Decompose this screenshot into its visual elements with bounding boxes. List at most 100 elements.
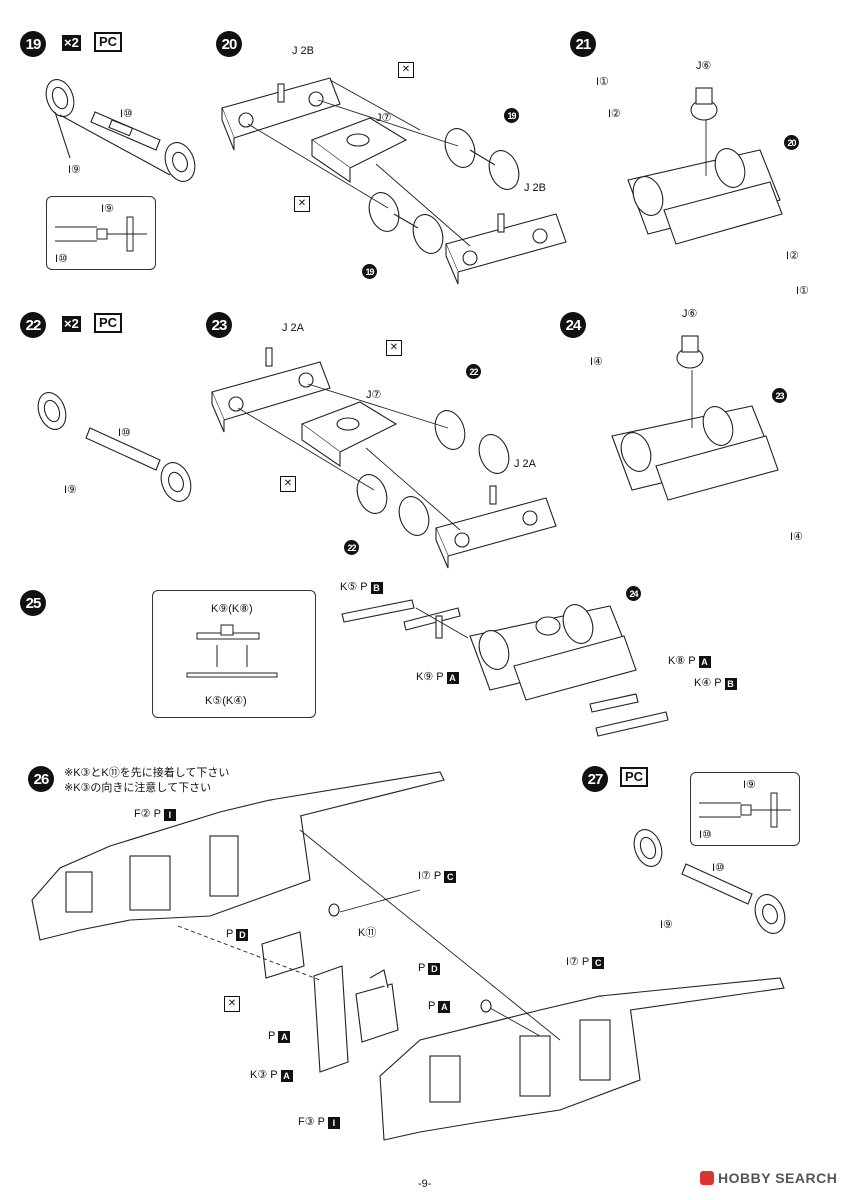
part-label-j6: J⑥ — [696, 60, 712, 72]
bogie-frame-23-top — [211, 347, 331, 433]
inset-axle-drawing — [699, 792, 791, 828]
plated-parts-badge: PC — [94, 313, 123, 333]
part-label-i9: I⑨ — [68, 164, 81, 176]
step-number-badge: 22 — [20, 312, 46, 338]
bolster-20 — [310, 117, 408, 184]
wheel-axle-23a — [434, 410, 510, 474]
inset-axle-drawing — [55, 216, 147, 252]
no-glue-icon: ✕ — [280, 476, 296, 492]
bar-k4 — [595, 711, 669, 737]
reference-step-22: 22 — [466, 364, 481, 379]
part-label-j2a-bottom: J 2A — [514, 458, 537, 470]
wheel-axle-19 — [45, 79, 196, 182]
part-label-i10: I⑩ — [118, 427, 131, 439]
part-label-i10: I⑩ — [712, 862, 725, 874]
no-glue-icon: ✕ — [386, 340, 402, 356]
washer-i7a — [328, 903, 340, 917]
bracket-k11 — [355, 969, 399, 1043]
assembly-note: ※K③とK⑪を先に接着して下さい — [64, 767, 230, 779]
step-number-badge: 27 — [582, 766, 608, 792]
reference-step-24: 24 — [626, 586, 641, 601]
inset-label-i10: I⑩ — [55, 253, 68, 265]
chassis-frame-f2 — [31, 771, 445, 941]
reference-step-22: 22 — [344, 540, 359, 555]
reference-step-19: 19 — [504, 108, 519, 123]
bracket-k8 — [589, 693, 639, 713]
inset-label-k5: K⑤(K④) — [205, 695, 247, 707]
reference-step-20: 20 — [784, 135, 799, 150]
no-glue-icon: ✕ — [398, 62, 414, 78]
wheel-axle-23b — [356, 474, 430, 536]
quantity-multiplier: ×2 — [62, 316, 81, 332]
part-label-j2a-top: J 2A — [282, 322, 305, 334]
detail-inset-19: I⑨ I⑩ — [46, 196, 156, 270]
part-label-j2b-top: J 2B — [292, 45, 315, 57]
no-glue-icon: ✕ — [294, 196, 310, 212]
assembly-note: ※K③の向きに注意して下さい — [64, 782, 212, 794]
bolster-bar-k5 — [341, 599, 415, 623]
plated-parts-badge: PC — [620, 767, 649, 787]
part-label-i9: I⑨ — [660, 919, 673, 931]
part-label-i4-top: I④ — [590, 356, 603, 368]
step-number-badge: 24 — [560, 312, 586, 338]
bogie-frame-23-bottom — [435, 485, 557, 569]
bracket-k3 — [313, 965, 349, 1073]
part-label-i9: I⑨ — [64, 484, 77, 496]
step-number-badge: 23 — [206, 312, 232, 338]
wheel-axle-27 — [633, 829, 786, 934]
part-label-j6: J⑥ — [682, 308, 698, 320]
plated-parts-badge: PC — [94, 32, 123, 52]
reference-step-23: 23 — [772, 388, 787, 403]
part-label-j7: J⑦ — [366, 389, 382, 401]
step-number-badge: 25 — [20, 590, 46, 616]
quantity-multiplier: ×2 — [62, 35, 81, 51]
detail-inset-27: I⑨ I⑩ — [690, 772, 800, 846]
inset-label-i10: I⑩ — [699, 829, 712, 841]
bracket-pa-upper — [261, 931, 305, 979]
inset-label-i9: I⑨ — [743, 779, 756, 791]
bogie-assembly-21 — [627, 87, 783, 245]
bogie-assembly-25 — [469, 604, 637, 701]
inset-bracket-drawing — [186, 624, 278, 678]
inset-label-i9: I⑨ — [101, 203, 114, 215]
part-label-i2-top: I② — [608, 108, 621, 120]
bolster-23 — [300, 401, 398, 468]
bracket-k9 — [403, 607, 461, 639]
no-glue-icon: ✕ — [224, 996, 240, 1012]
part-label-i10: I⑩ — [120, 108, 133, 120]
wheel-axle-20a — [444, 128, 520, 190]
bogie-assembly-24 — [611, 335, 779, 501]
wheel-axle-20b — [368, 192, 444, 254]
part-label-i2-bottom: I② — [786, 250, 799, 262]
step-number-badge: 21 — [570, 31, 596, 57]
part-label-i1-bottom: I① — [796, 285, 809, 297]
part-label-j2b-bottom: J 2B — [524, 182, 547, 194]
step-number-badge: 19 — [20, 31, 46, 57]
washer-i7b — [480, 999, 492, 1013]
bogie-frame-20-bottom — [445, 213, 567, 285]
part-label-i1-top: I① — [596, 76, 609, 88]
part-label-k11: K⑪ — [358, 927, 377, 939]
detail-inset-25: K⑨(K⑧) K⑤(K④) — [152, 590, 316, 718]
inset-label-k9: K⑨(K⑧) — [211, 603, 253, 615]
part-label-i4-bottom: I④ — [790, 531, 803, 543]
part-label-j7: J⑦ — [376, 112, 392, 124]
bogie-frame-20-top — [221, 77, 341, 151]
page-number: -9- — [418, 1178, 432, 1190]
watermark-logo-icon — [700, 1171, 714, 1185]
chassis-frame-f3 — [379, 977, 785, 1141]
